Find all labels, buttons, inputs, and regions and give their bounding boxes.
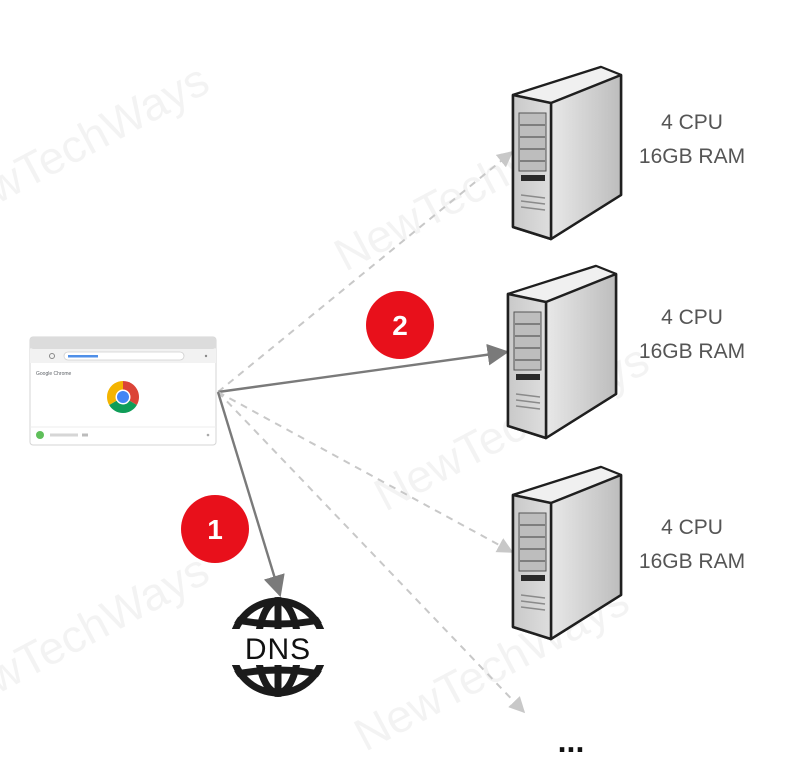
chrome-logo-icon (106, 381, 140, 414)
server-icon (511, 465, 623, 641)
more-servers-indicator: ... (558, 723, 585, 759)
cpu-label: 4 CPU (661, 516, 723, 539)
arrow-to-server-2 (217, 343, 510, 394)
browser-brand-text: Google Chrome (36, 371, 72, 377)
server-spec: 4 CPU 16GB RAM (612, 511, 772, 579)
dns-label: DNS (245, 633, 311, 666)
step-badge-1: 1 (181, 495, 249, 563)
server-spec: 4 CPU 16GB RAM (612, 106, 772, 174)
svg-text:1: 1 (207, 514, 223, 545)
cpu-label: 4 CPU (661, 111, 723, 134)
cpu-label: 4 CPU (661, 306, 723, 329)
server-icon (511, 65, 623, 241)
dns-globe-icon: DNS (222, 597, 334, 697)
ram-label: 16GB RAM (638, 550, 746, 573)
dashed-arrow-more (217, 391, 526, 714)
server-spec: 4 CPU 16GB RAM (612, 301, 772, 369)
ram-label: 16GB RAM (638, 340, 746, 363)
ram-label: 16GB RAM (638, 145, 746, 168)
browser-window-icon: Google Chrome (29, 336, 217, 446)
dashed-arrow-server-1 (217, 150, 514, 393)
svg-text:2: 2 (392, 310, 408, 341)
server-icon (506, 264, 618, 440)
step-badge-2: 2 (366, 291, 434, 359)
dashed-arrow-server-3 (217, 391, 514, 553)
arrow-to-dns (216, 391, 285, 598)
